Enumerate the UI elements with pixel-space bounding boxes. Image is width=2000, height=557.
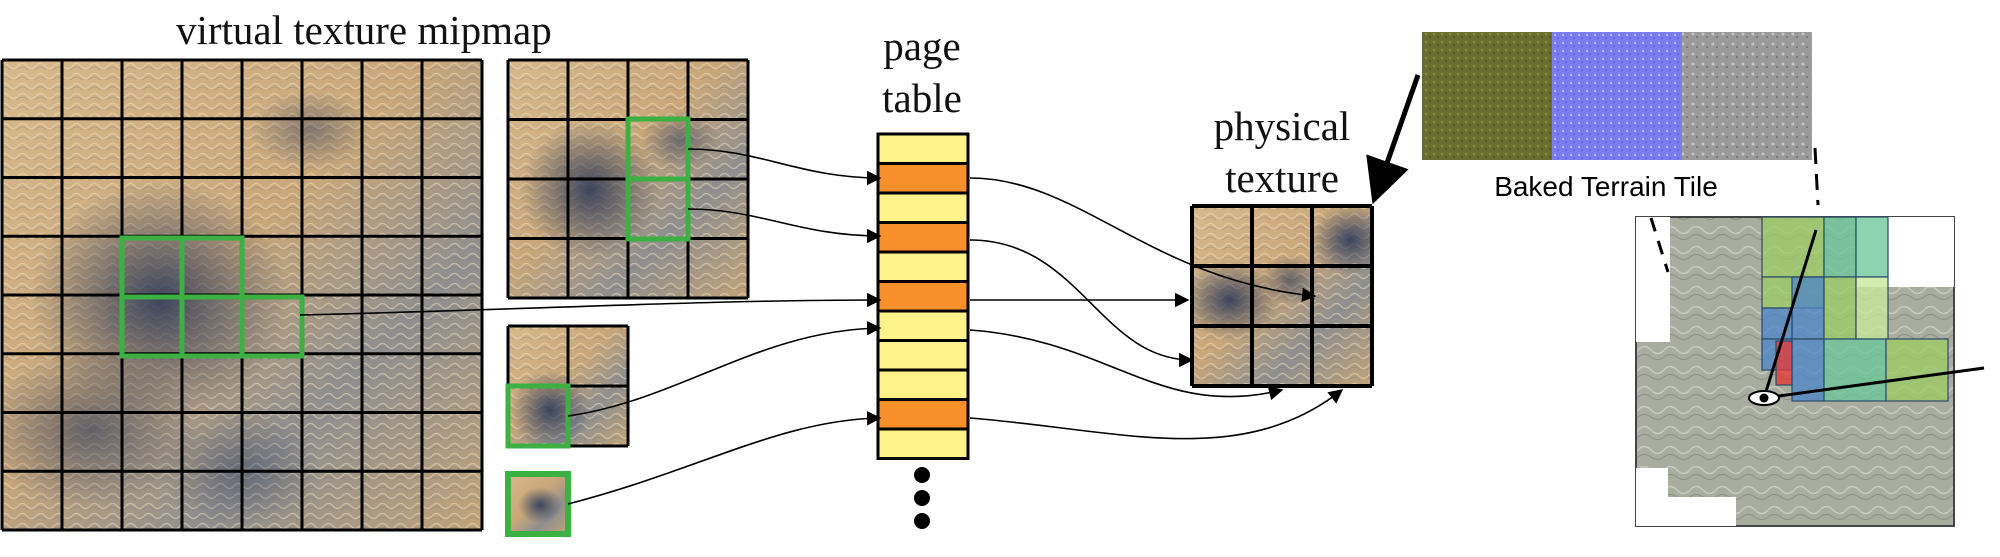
page-table-entry-yellow bbox=[876, 250, 970, 283]
page-table-label-line2: table bbox=[882, 75, 962, 121]
arrow-table-to-phys-d bbox=[969, 329, 1284, 401]
view-frustum-lines bbox=[1649, 147, 1985, 400]
physical-texture-label-line1: physical bbox=[1214, 103, 1351, 149]
arrow-table-to-phys-e bbox=[969, 389, 1344, 440]
tile-normal bbox=[1552, 32, 1682, 160]
page-table bbox=[876, 132, 970, 460]
arrow-tile-to-physical bbox=[1366, 74, 1421, 205]
terrain-quadtree-map bbox=[1635, 147, 1985, 527]
page-table-label-line1: page bbox=[883, 23, 960, 69]
mip-level-3 bbox=[505, 471, 571, 537]
mapping-arrows bbox=[299, 148, 1344, 505]
mip-level-0-highlights bbox=[119, 235, 305, 359]
eye-icon bbox=[1748, 390, 1780, 406]
page-table-entry-yellow bbox=[876, 191, 970, 224]
vertical-ellipsis-icon bbox=[914, 467, 930, 529]
baked-terrain-tile bbox=[1422, 32, 1812, 160]
page-table-entry-yellow bbox=[876, 132, 970, 165]
page-table-entry-yellow bbox=[876, 309, 970, 342]
virtual-mipmap-title: virtual texture mipmap bbox=[176, 7, 552, 53]
physical-texture-label-line2: texture bbox=[1225, 155, 1339, 201]
mip-level-0 bbox=[0, 58, 484, 532]
arrow-mip3-to-table bbox=[567, 411, 882, 505]
physical-texture bbox=[1190, 204, 1374, 388]
arrow-mip1-b-to-table bbox=[687, 208, 882, 244]
page-table-entry-yellow bbox=[876, 368, 970, 401]
page-table-entry-orange bbox=[876, 280, 970, 313]
tile-roughness bbox=[1682, 32, 1812, 160]
baked-terrain-tile-label: Baked Terrain Tile bbox=[1494, 171, 1718, 202]
arrow-mip1-a-to-table bbox=[687, 148, 882, 186]
page-table-entry-yellow bbox=[876, 339, 970, 372]
page-table-entry-orange bbox=[876, 398, 970, 431]
tile-diffuse bbox=[1422, 32, 1552, 160]
mip-level-2 bbox=[505, 324, 630, 449]
mip-level-1 bbox=[506, 58, 750, 300]
arrow-mip2-to-table bbox=[567, 321, 882, 417]
page-table-entry-yellow bbox=[876, 427, 970, 460]
arrow-mip0-to-table bbox=[299, 292, 882, 316]
page-table-entry-orange bbox=[876, 221, 970, 254]
page-table-entry-orange bbox=[876, 162, 970, 195]
arrow-table-to-phys-a bbox=[969, 177, 1317, 302]
